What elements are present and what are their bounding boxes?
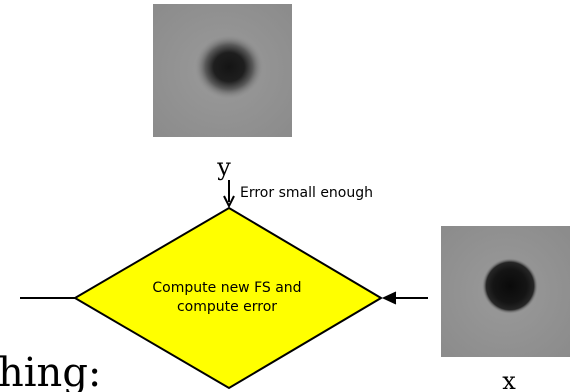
top-arrow — [223, 180, 235, 209]
sharp-source-image — [441, 226, 570, 357]
partial-text: hing: — [0, 350, 101, 392]
top-image-label: y — [216, 153, 231, 181]
error-small-enough-label: Error small enough — [240, 185, 373, 201]
right-image-label: x — [502, 367, 516, 392]
right-arrow — [381, 291, 428, 305]
decision-text-line2: compute error — [177, 299, 277, 315]
decision-diamond — [73, 206, 383, 390]
blurred-input-image — [153, 4, 292, 137]
decision-text-line1: Compute new FS and — [152, 280, 301, 296]
